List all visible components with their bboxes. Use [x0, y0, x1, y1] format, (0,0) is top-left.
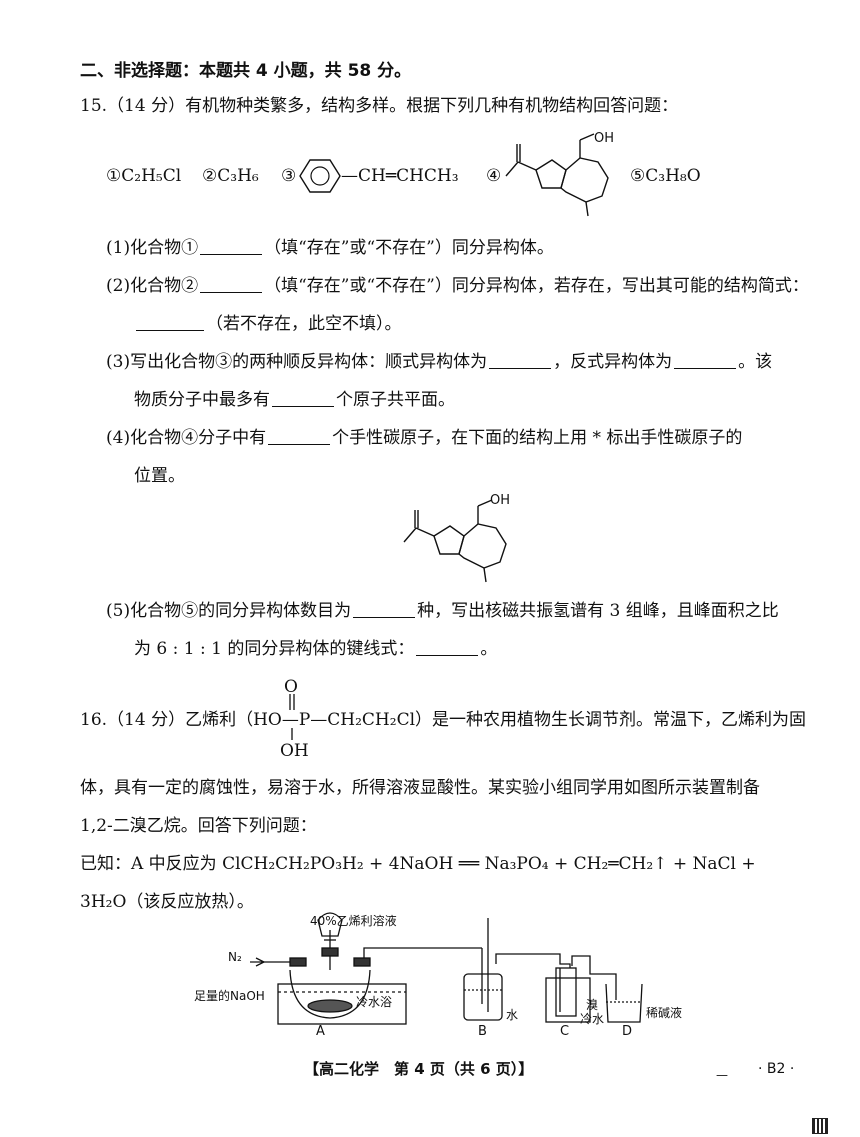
q16-line4: 已知：A 中反应为 ClCH₂CH₂PO₃H₂ + 4NaOH ══ Na₃PO… [80, 854, 756, 874]
answer-blank[interactable] [200, 238, 263, 255]
answer-blank[interactable] [489, 352, 552, 369]
label-D: D [622, 1024, 633, 1039]
apparatus-diagram [250, 912, 643, 1025]
q15-part4-cont: 位置。 [134, 466, 185, 486]
answer-blank[interactable] [200, 276, 263, 293]
q16-line2: 体，具有一定的腐蚀性，易溶于水，所得溶液显酸性。某实验小组同学用如图所示装置制备 [80, 778, 760, 798]
page-footer: 【高二化学 第 4 页（共 6 页）】 [304, 1060, 534, 1078]
q16-line5: 3H₂O（该反应放热）。 [80, 892, 254, 912]
q15-part2-cont: （若不存在，此空不填）。 [134, 313, 402, 335]
n2-label: N₂ [228, 950, 242, 964]
hydroxyl-label-lower: OH [490, 493, 511, 508]
single-bond-line [291, 728, 293, 740]
funnel-label: 40%乙烯利溶液 [310, 914, 397, 928]
compound-4-number: ④ [486, 166, 502, 186]
answer-blank[interactable] [268, 428, 331, 445]
footer-dash: — [716, 1068, 728, 1082]
ethephon-hydroxyl: OH [280, 741, 309, 761]
compound-3-number: ③ [281, 166, 297, 186]
cold-water-label: 冷水 [580, 1012, 605, 1026]
q15-part2: (2)化合物②（填“存在”或“不存在”）同分异构体，若存在，写出其可能的结构简式… [106, 276, 809, 296]
q15-part1: (1)化合物①（填“存在”或“不存在”）同分异构体。 [106, 238, 554, 258]
page-code: · B2 · [758, 1061, 795, 1077]
compound-2: ②C₃H₆ [202, 166, 259, 186]
bromine-label: 溴 [586, 998, 599, 1012]
answer-blank[interactable] [272, 390, 334, 407]
q15-part5-cont: 为 6 : 1 : 1 的同分异构体的键线式：。 [134, 639, 498, 659]
ethephon-oxygen: O [284, 677, 298, 697]
label-C: C [560, 1024, 570, 1039]
compound-3-chain: —CH═CHCH₃ [341, 166, 459, 186]
q15-part5: (5)化合物⑤的同分异构体数目为种，写出核磁共振氢谱有 3 组峰，且峰面积之比 [106, 601, 779, 621]
section-header: 二、非选择题：本题共 4 小题，共 58 分。 [80, 61, 412, 81]
answer-blank[interactable] [416, 639, 479, 656]
q15-stem: 15.（14 分）有机物种类繁多，结构多样。根据下列几种有机物结构回答问题： [80, 96, 679, 116]
cold-bath-label: 冷水浴 [356, 995, 393, 1009]
compound-4-skeletal-structure [505, 133, 609, 217]
answer-blank[interactable] [353, 601, 416, 618]
compound-1: ①C₂H₅Cl [106, 166, 182, 186]
qr-code-icon [812, 1118, 828, 1134]
label-A: A [316, 1024, 325, 1039]
benzene-ring-structure [299, 159, 341, 193]
q16-line3: 1,2-二溴乙烷。回答下列问题： [80, 816, 317, 836]
q15-part3-cont: 物质分子中最多有个原子共平面。 [134, 390, 455, 410]
water-label: 水 [506, 1008, 519, 1022]
label-B: B [478, 1024, 487, 1039]
hydroxyl-label: OH [594, 131, 615, 146]
answer-blank[interactable] [674, 352, 737, 369]
q16-line1: 16.（14 分）乙烯利（HO—P—CH₂CH₂Cl）是一种农用植物生长调节剂。… [80, 710, 807, 730]
answer-blank[interactable] [136, 314, 204, 331]
dilute-base-label: 稀碱液 [646, 1006, 683, 1020]
naoh-label: 足量的NaOH [194, 989, 265, 1003]
compound-5: ⑤C₃H₈O [630, 166, 701, 186]
ethephon-formula: HO—P—CH₂CH₂Cl [253, 710, 416, 730]
q15-part4: (4)化合物④分子中有个手性碳原子，在下面的结构上用 * 标出手性碳原子的 [106, 428, 743, 448]
compound-4-marking-structure[interactable] [403, 496, 514, 586]
q15-part3: (3)写出化合物③的两种顺反异构体：顺式异构体为，反式异构体为。该 [106, 352, 773, 372]
double-bond-line [289, 694, 295, 710]
